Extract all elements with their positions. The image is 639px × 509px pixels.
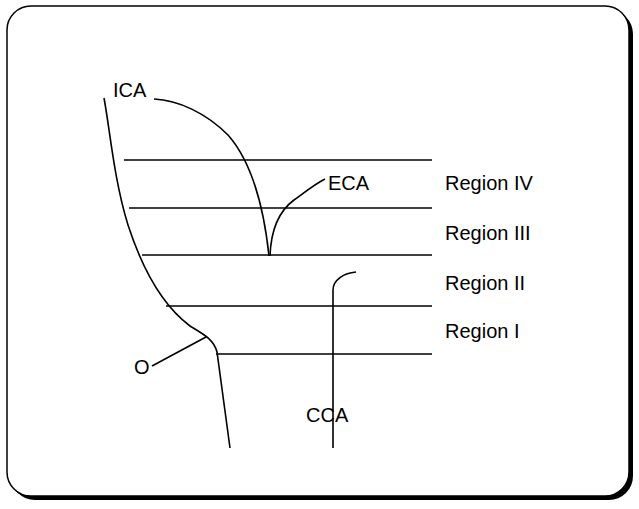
region-line <box>129 207 432 209</box>
region-label: Region III <box>445 222 531 245</box>
region-label: Region I <box>445 320 520 343</box>
leader-line <box>152 337 206 366</box>
region-line <box>124 159 432 161</box>
region-label: Region IV <box>445 172 533 195</box>
frame <box>7 6 629 496</box>
vessel-wall <box>154 99 269 256</box>
vessel-wall <box>104 98 230 448</box>
region-line <box>216 353 432 355</box>
vessel-label: CCA <box>306 404 348 427</box>
region-line <box>142 254 432 256</box>
vessel-label: O <box>134 356 150 379</box>
region-label: Region II <box>445 272 525 295</box>
vessel-wall <box>270 179 325 256</box>
region-line <box>166 305 432 307</box>
vessel-label: ECA <box>328 172 369 195</box>
vessel-label: ICA <box>113 79 146 102</box>
